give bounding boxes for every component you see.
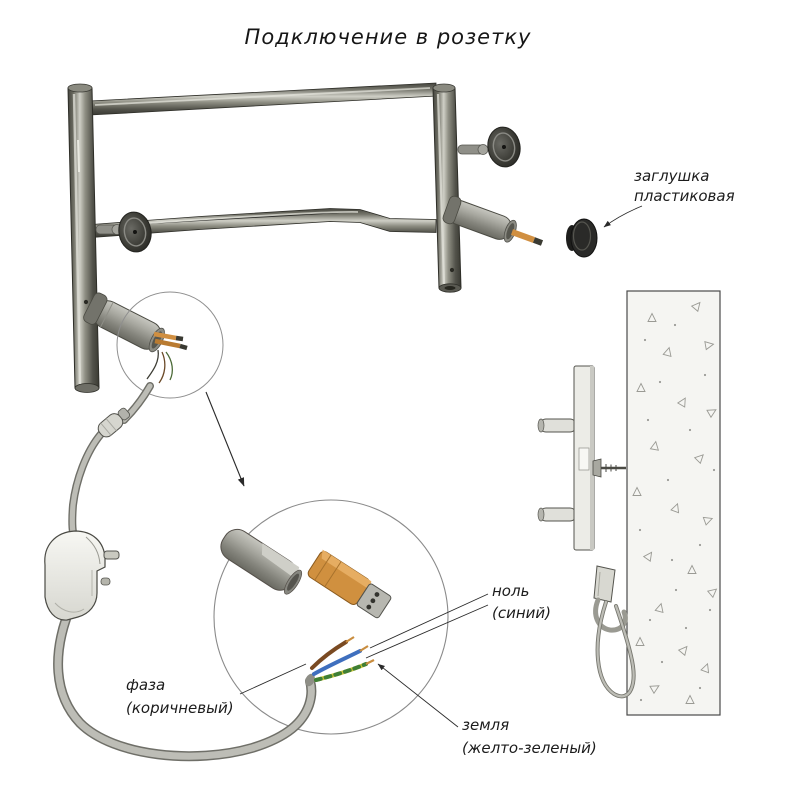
- wall-bracket-assembly: [537, 365, 636, 699]
- mounting-pin-top: [539, 418, 577, 433]
- set-screw-hole: [449, 267, 455, 273]
- pin-end-cap: [537, 507, 545, 522]
- neutral-leader-line-1: [369, 593, 489, 649]
- cable-hook: [593, 565, 628, 633]
- page-title: Подключение в розетку: [245, 25, 532, 49]
- orange-wire: [153, 331, 177, 341]
- tube-open-hole: [444, 286, 456, 290]
- plug-pin: [103, 550, 120, 560]
- detached-fitting: [442, 195, 544, 246]
- wall-knob-right: [457, 126, 521, 168]
- wire-tip: [179, 343, 188, 351]
- plastic-cap: [566, 218, 598, 258]
- connector-stub-tip: [532, 237, 544, 246]
- strain-relief-sleeve: [97, 407, 131, 438]
- mounting-plate-side: [590, 366, 594, 550]
- set-screw-hole: [83, 299, 89, 305]
- tube-highlight: [436, 93, 446, 285]
- zoom-circle-small: [116, 291, 224, 399]
- power-cable-lower: [53, 614, 317, 762]
- crossbar-highlight: [94, 87, 431, 106]
- left-riser-tube: [67, 87, 100, 389]
- wall-knob-left: [95, 211, 152, 253]
- phase-leader-line: [239, 663, 307, 695]
- middle-crossbar: [91, 208, 437, 238]
- cap-leader-arrow: [603, 205, 643, 228]
- label-plastic-cap-line2: пластиковая: [634, 187, 735, 205]
- wire-strand: [165, 351, 173, 381]
- power-cable-upper: [68, 382, 154, 536]
- label-earth-line2: (желто-зеленый): [462, 739, 597, 757]
- mounting-screw: [592, 458, 626, 478]
- label-neutral-line2: (синий): [492, 604, 551, 622]
- towel-rail: [67, 82, 521, 393]
- cable-fitting: [83, 292, 188, 384]
- hanging-cable-loop: [595, 600, 636, 699]
- wire-tip: [175, 335, 184, 342]
- label-plastic-cap-line1: заглушка: [634, 167, 710, 185]
- orange-connector-stub: [510, 229, 536, 243]
- heating-connector: [307, 549, 392, 619]
- wire-strand: [158, 351, 166, 384]
- wire-neutral: [312, 645, 369, 676]
- label-earth-line1: земля: [462, 716, 509, 734]
- wall-outline: [626, 290, 721, 716]
- top-crossbar: [89, 82, 437, 116]
- wire-phase: [310, 636, 355, 670]
- tube-top-cap: [432, 83, 456, 93]
- earth-leader-arrow: [377, 663, 459, 728]
- detail-circle: [213, 499, 449, 735]
- wall-section: [626, 290, 721, 716]
- fitting-shell-open: [220, 528, 303, 595]
- orange-wire: [154, 338, 181, 349]
- cable-sheath-end: [305, 673, 315, 687]
- neutral-leader-line-2: [365, 604, 489, 659]
- pin-end-cap: [537, 418, 545, 433]
- plate-slot: [578, 447, 590, 471]
- tube-reflection: [77, 139, 80, 173]
- zoom-arrow: [205, 391, 245, 487]
- tube-bottom-cap: [74, 383, 100, 393]
- plug-pin-lower: [100, 577, 111, 586]
- mounting-pin-bottom: [539, 507, 577, 522]
- wire-earth: [314, 659, 375, 682]
- right-riser-tube: [432, 87, 462, 289]
- power-plug: [44, 530, 120, 621]
- concrete-texture: [632, 299, 720, 704]
- tube-highlight: [72, 93, 82, 385]
- label-phase-line1: фаза: [126, 676, 165, 694]
- label-phase-line2: (коричневый): [126, 699, 234, 717]
- wire-strand: [146, 349, 159, 380]
- label-neutral-line1: ноль: [492, 582, 529, 600]
- tube-top-cap: [67, 83, 93, 93]
